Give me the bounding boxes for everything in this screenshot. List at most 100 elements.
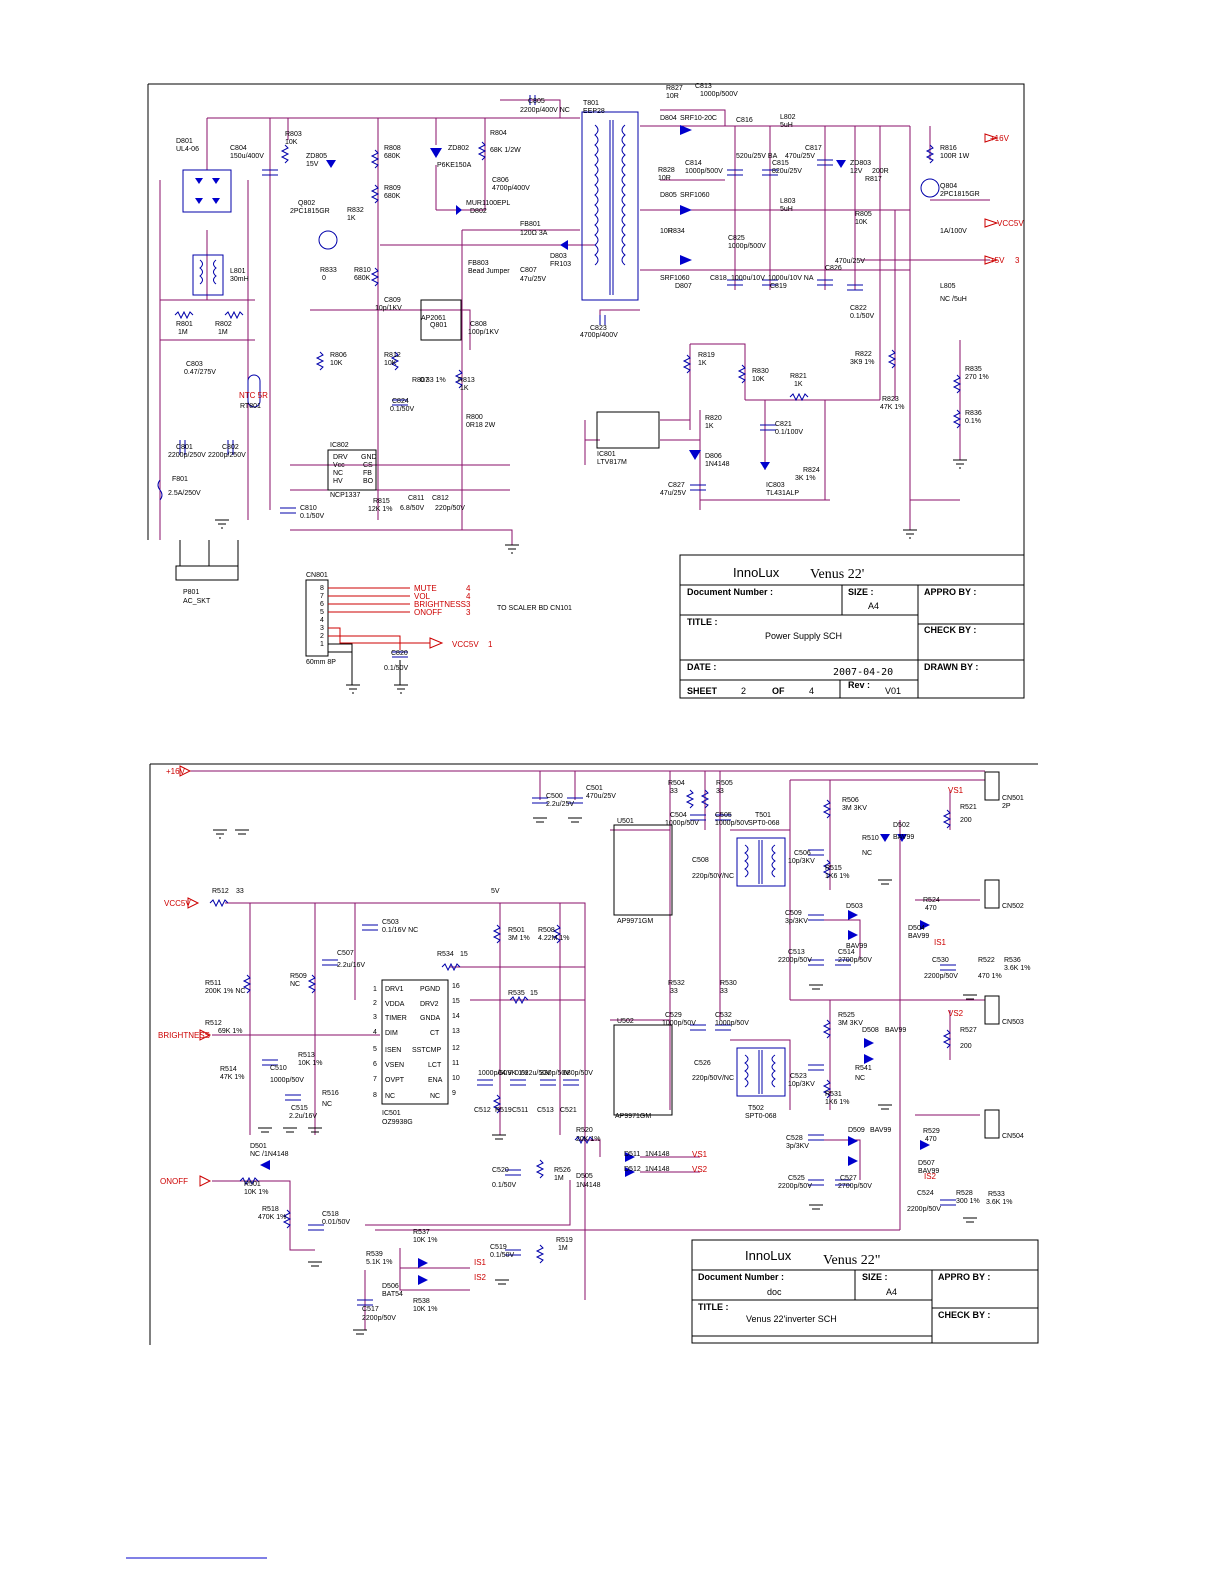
sheet2-label-r524: R524 bbox=[923, 897, 940, 904]
sheet1-label-net_vcc5v: VCC5V bbox=[452, 640, 479, 649]
sheet1-label-d804v: SRF10-20C bbox=[680, 115, 717, 122]
sheet2-label-c512: C512 bbox=[474, 1107, 491, 1114]
sheet2-label-c528v: 3p/3KV bbox=[786, 1143, 809, 1150]
s2-appro-label: APPRO BY : bbox=[938, 1272, 990, 1282]
sheet2-label-r519b: R519 bbox=[556, 1237, 573, 1244]
sheet1-label-q802v: 2PC1815GR bbox=[290, 208, 330, 215]
sheet2-label-r504v: 33 bbox=[670, 788, 678, 795]
sheet2-label-r513v: 10K 1% bbox=[298, 1060, 323, 1067]
sheet1-label-c801: C801 bbox=[176, 444, 193, 451]
sheet2-label-ic_num_l-2: 3 bbox=[373, 1014, 377, 1021]
sheet1-label-r827: R827 bbox=[666, 85, 683, 92]
sheet1-label-vol: VOL bbox=[414, 592, 431, 601]
sheet2-label-c514: C514 bbox=[838, 949, 855, 956]
sheet1-label-c821v: 0.1/100V bbox=[775, 429, 803, 436]
sheet1-label-r812: R812 bbox=[384, 352, 401, 359]
sheet1-label-r810: R810 bbox=[354, 267, 371, 274]
sheet2-label-r539: R539 bbox=[366, 1251, 383, 1258]
sheet2-label-r541: R541 bbox=[855, 1065, 872, 1072]
sheet2-label-d505: D505 bbox=[576, 1173, 593, 1180]
sheet1-label-c806: C806 bbox=[492, 177, 509, 184]
sheet2-label-r501bv: 10K 1% bbox=[244, 1189, 269, 1196]
sheet1-label-r803v: 10K bbox=[285, 139, 298, 146]
sheet2-label-r533v: 3.6K 1% bbox=[986, 1199, 1012, 1206]
sheet1-label-c823: C823 bbox=[590, 325, 607, 332]
sheet1-label-c817: C817 bbox=[805, 145, 822, 152]
sheet2-label-c501: C501 bbox=[586, 785, 603, 792]
sheet1-label-r819v: 1K bbox=[698, 360, 707, 367]
sheet2-label-cn504: CN504 bbox=[1002, 1133, 1024, 1140]
sheet1-label-r810v: 680K bbox=[354, 275, 371, 282]
sheet2-label-ic_num_l-7: 8 bbox=[373, 1092, 377, 1099]
sheet2-label-d511v: 1N4148 bbox=[645, 1151, 670, 1158]
sheet2-label-ic_num_r-3: 13 bbox=[452, 1028, 460, 1035]
sheet2-label-c511v: 0.022u/50V bbox=[515, 1070, 551, 1077]
sheet2-label-c526: C526 bbox=[694, 1060, 711, 1067]
sheet1-label-r807v: 0.33 1% bbox=[420, 377, 446, 384]
sheet1-label-r805: R805 bbox=[855, 211, 872, 218]
s1-rev-label: Rev : bbox=[848, 680, 870, 690]
sheet2-label-c530: C530 bbox=[932, 957, 949, 964]
sheet1-label-ic802_pins_l-1: Vcc bbox=[333, 462, 345, 469]
sheet2-label-d502: D502 bbox=[893, 822, 910, 829]
sheet2-label-d503: D503 bbox=[846, 903, 863, 910]
sheet2-label-r505: R505 bbox=[716, 780, 733, 787]
sheet1-label-c801v: 2200p/250V bbox=[168, 452, 206, 459]
sheet2-label-ic_pins_r-3: CT bbox=[430, 1030, 440, 1037]
sheet1-label-ic802_pins_l-0: DRV bbox=[333, 454, 348, 461]
sheet1-label-r808: R808 bbox=[384, 145, 401, 152]
sheet2-label-c519: C519 bbox=[490, 1244, 507, 1251]
sheet2-label-u502v: AP9971GM bbox=[615, 1113, 651, 1120]
sheet1-label-r821: R821 bbox=[790, 373, 807, 380]
sheet2-label-r526v: 1M bbox=[554, 1175, 564, 1182]
sheet2-label-ic_pins_l-2: TIMER bbox=[385, 1015, 407, 1022]
sheet2-label-c515: C515 bbox=[291, 1105, 308, 1112]
sheet2-label-r538v: 10K 1% bbox=[413, 1306, 438, 1313]
sheet2-label-ic_num_l-1: 2 bbox=[373, 1000, 377, 1007]
sheet2-label-cn501: CN501 bbox=[1002, 795, 1024, 802]
s1-drawn-label: DRAWN BY : bbox=[924, 662, 978, 672]
s1-docnum-label: Document Number : bbox=[687, 587, 773, 597]
s2-doc-value: doc bbox=[767, 1287, 782, 1297]
sheet2-label-r514v: 47K 1% bbox=[220, 1074, 245, 1081]
sheet1-label-c805: C805 bbox=[528, 98, 545, 105]
sheet1-label-c824v: 0.1/50V bbox=[390, 406, 414, 413]
sheet2-label-d501v: NC /1N4148 bbox=[250, 1151, 289, 1158]
sheet1-label-ntc: NTC 5R bbox=[239, 391, 268, 400]
sheet2-label-c525v: 2200p/50V bbox=[778, 1183, 812, 1190]
sheet1-label-d803: D803 bbox=[550, 253, 567, 260]
sheet2-label-is2: IS2 bbox=[924, 1172, 937, 1181]
sheet2-label-r515v: 1K6 1% bbox=[825, 873, 850, 880]
sheet2-label-ic_num_l-6: 7 bbox=[373, 1076, 377, 1083]
sheet2-label-c506: C506 bbox=[794, 850, 811, 857]
sheet1-label-r830v: 10K bbox=[752, 376, 765, 383]
sheet2-label-ic_num_r-7: 9 bbox=[452, 1090, 456, 1097]
sheet1-label-r832v: 1K bbox=[347, 215, 356, 222]
sheet1-label-net_5v_pin: 3 bbox=[1015, 256, 1020, 265]
sheet2-label-c520: C520 bbox=[492, 1167, 509, 1174]
sheet1-label-r822v: 3K9 1% bbox=[850, 359, 875, 366]
sheet2-label-ic_pins_r-6: ENA bbox=[428, 1077, 443, 1084]
sheet2-label-cn503: CN503 bbox=[1002, 1019, 1024, 1026]
sheet2-label-ic_pins_l-1: VDDA bbox=[385, 1001, 405, 1008]
sheet1-label-p801v: AC_SKT bbox=[183, 598, 211, 605]
sheet2-label-ic_pins_l-7: NC bbox=[385, 1093, 395, 1100]
s2-size-value: A4 bbox=[886, 1287, 897, 1297]
sheet2-label-c532: C532 bbox=[715, 1012, 732, 1019]
sheet2-label-is2: IS2 bbox=[474, 1273, 487, 1282]
sheet2-label-r505v: 33 bbox=[716, 788, 724, 795]
sheet2-label-bav99: BAV99 bbox=[846, 943, 867, 950]
sheet1-label-c826: C826 bbox=[825, 265, 842, 272]
sheet2-label-r539v: 5.1K 1% bbox=[366, 1259, 392, 1266]
sheet1-label-r803: R803 bbox=[285, 131, 302, 138]
sheet2-label-r519v: 64.9K 1% bbox=[498, 1070, 528, 1077]
sheet1-label-d806v: 1N4148 bbox=[705, 461, 730, 468]
sheet1-label-r812v: 10K bbox=[384, 360, 397, 367]
sheet1-label-d803v: FR103 bbox=[550, 261, 571, 268]
sheet2-label-c504v: 1000p/50V bbox=[665, 820, 699, 827]
sheet1-label-d805v: SRF1060 bbox=[680, 192, 710, 199]
sheet1-label-d805: D805 bbox=[660, 192, 677, 199]
sheet2-label-r514: R514 bbox=[220, 1066, 237, 1073]
sheet1-label-c803v: 0.47/275V bbox=[184, 369, 216, 376]
sheet2-label-c523: C523 bbox=[790, 1073, 807, 1080]
